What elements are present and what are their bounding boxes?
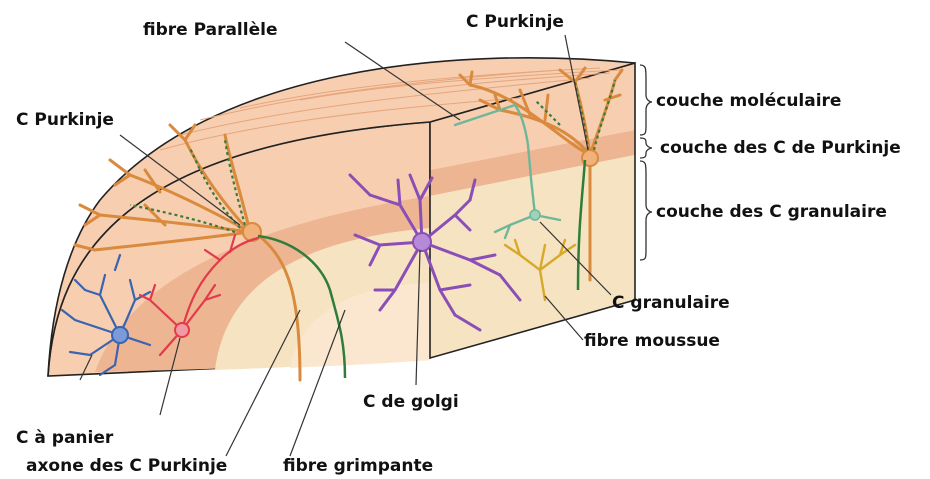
stellate-cell-soma (175, 323, 189, 337)
label-c-purkinje-left: C Purkinje (16, 112, 114, 129)
label-c-granulaire: C granulaire (612, 295, 730, 312)
label-couche-moleculaire: couche moléculaire (656, 93, 841, 110)
bracket-granular (640, 161, 652, 260)
label-fibre-parallele: fibre Parallèle (143, 22, 277, 39)
label-c-purkinje-top: C Purkinje (466, 14, 564, 31)
bracket-purkinje (640, 138, 652, 158)
label-fibre-grimpante: fibre grimpante (283, 458, 433, 475)
label-couche-purkinje: couche des C de Purkinje (660, 140, 901, 157)
label-axone-purkinje: axone des C Purkinje (26, 458, 227, 475)
bracket-molecular (640, 65, 652, 135)
layer-brackets (640, 65, 652, 260)
label-fibre-moussue: fibre moussue (584, 333, 720, 350)
label-c-de-golgi: C de golgi (363, 394, 459, 411)
basket-cell-soma (112, 327, 128, 343)
label-c-a-panier: C à panier (16, 430, 113, 447)
golgi-cell-soma (413, 233, 431, 251)
granule-cell-soma (530, 210, 540, 220)
label-couche-granulaire: couche des C granulaire (656, 204, 887, 221)
